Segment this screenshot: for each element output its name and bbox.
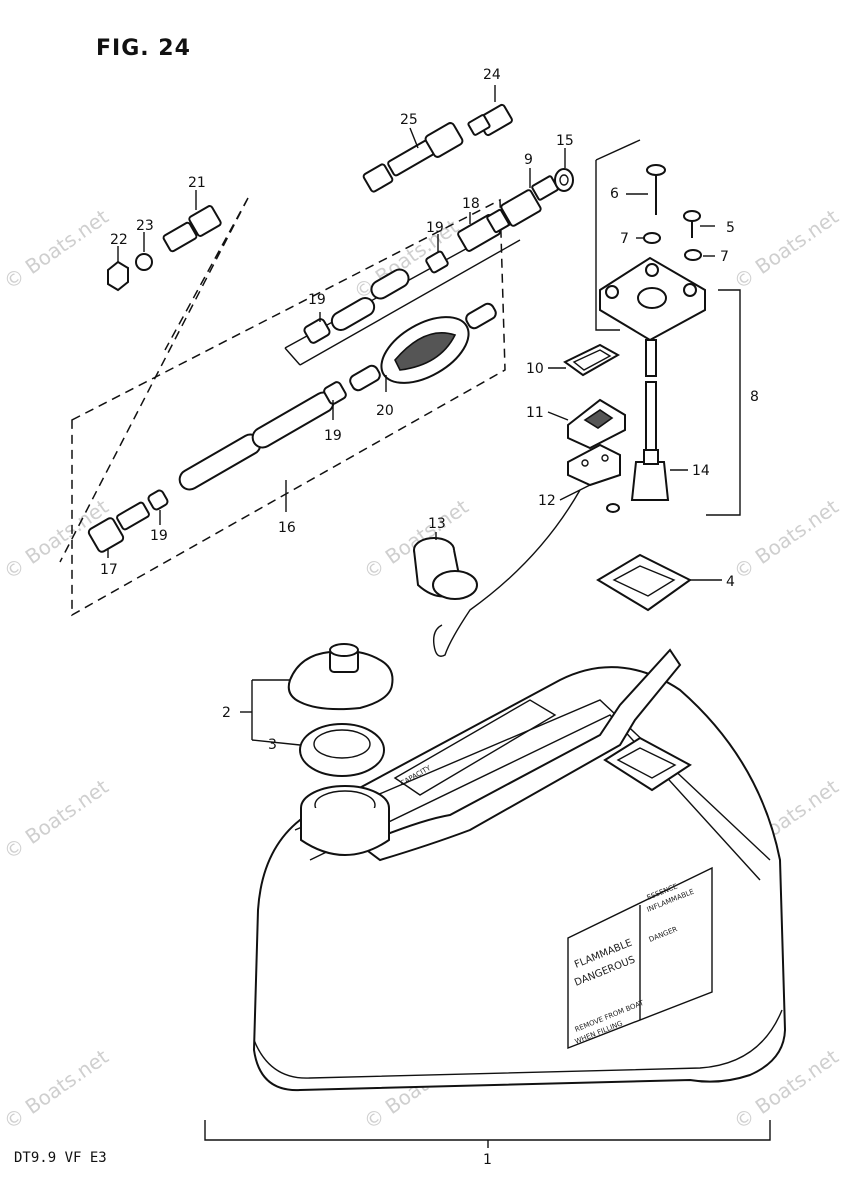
part-12-bracket [567, 443, 621, 513]
hose-segment [370, 268, 410, 300]
label-4: 4 [726, 574, 735, 590]
label-15: 15 [556, 133, 574, 149]
label-7: 7 [720, 249, 729, 265]
label-11: 11 [526, 405, 544, 421]
watermark: © Boats.net [0, 1044, 113, 1134]
label-19: 19 [426, 220, 444, 236]
part-8-outline [595, 282, 620, 331]
part-3-cap-seal [299, 723, 385, 777]
label-19: 19 [308, 292, 326, 308]
connector-outline [59, 197, 249, 563]
label-20: 20 [376, 403, 394, 419]
part-8-pickup-assembly [599, 256, 706, 501]
label-24: 24 [483, 67, 501, 83]
part-10-gasket [563, 343, 621, 377]
label-22: 22 [110, 232, 128, 248]
part-19-clamp [303, 318, 331, 344]
label-6: 6 [610, 186, 619, 202]
label-16: 16 [278, 520, 296, 536]
leader-lines [107, 85, 771, 1148]
label-23: 23 [136, 218, 154, 234]
watermark: © Boats.net [0, 204, 113, 294]
part-19-clamp [425, 250, 449, 274]
retaining-cord [432, 489, 581, 657]
part-8-bracket [706, 289, 741, 516]
part-15-washer [554, 168, 574, 192]
watermark: © Boats.net [0, 774, 113, 864]
part-4-gasket [596, 553, 692, 612]
label-2: 2 [222, 705, 231, 721]
part-23-washer [135, 253, 153, 271]
part-19-clamp [323, 381, 347, 405]
part-17-connector [87, 501, 150, 553]
part-1-fuel-tank [252, 648, 787, 1092]
label-14: 14 [692, 463, 710, 479]
figure-title: FIG. 24 [96, 36, 191, 61]
label-12: 12 [538, 493, 556, 509]
label-8: 8 [750, 389, 759, 405]
hose-segment [330, 297, 376, 331]
part-7-washer [643, 232, 661, 244]
label-19: 19 [324, 428, 342, 444]
part-15-washer-hole [559, 174, 569, 186]
part-6-screw [646, 164, 666, 215]
label-3: 3 [268, 737, 277, 753]
part-22-nut [107, 260, 129, 292]
part-2-filler-cap [287, 643, 394, 711]
part-11-cover [567, 398, 626, 450]
part-25-hose-connector [362, 122, 464, 193]
part-21-connector [162, 205, 222, 253]
label-21: 21 [188, 175, 206, 191]
watermark: © Boats.net [729, 204, 843, 294]
fuel-line-assembly-outline [71, 198, 506, 617]
label-13: 13 [428, 516, 446, 532]
part-18-fitting [457, 208, 510, 252]
part-7-washer [684, 249, 702, 261]
label-25: 25 [400, 112, 418, 128]
part-9-fitting [500, 175, 559, 227]
part-labels: 24 25 9 15 21 23 22 6 5 7 7 18 19 19 10 … [100, 67, 759, 1168]
label-10: 10 [526, 361, 544, 377]
model-code: DT9.9 VF E3 [14, 1150, 107, 1166]
fuel-hose [178, 391, 335, 491]
part-19-clamp [147, 489, 169, 511]
label-5: 5 [726, 220, 735, 236]
label-19: 19 [150, 528, 168, 544]
part-24-connector [467, 103, 513, 137]
part-13-vent-cap [413, 537, 478, 600]
label-9: 9 [524, 152, 533, 168]
label-7: 7 [620, 231, 629, 247]
watermark: © Boats.net [729, 494, 843, 584]
label-17: 17 [100, 562, 118, 578]
part-20-primer-bulb [349, 302, 497, 392]
label-1: 1 [483, 1152, 492, 1168]
label-18: 18 [462, 196, 480, 212]
leader-line [595, 139, 641, 161]
part-5-screw [683, 210, 701, 238]
